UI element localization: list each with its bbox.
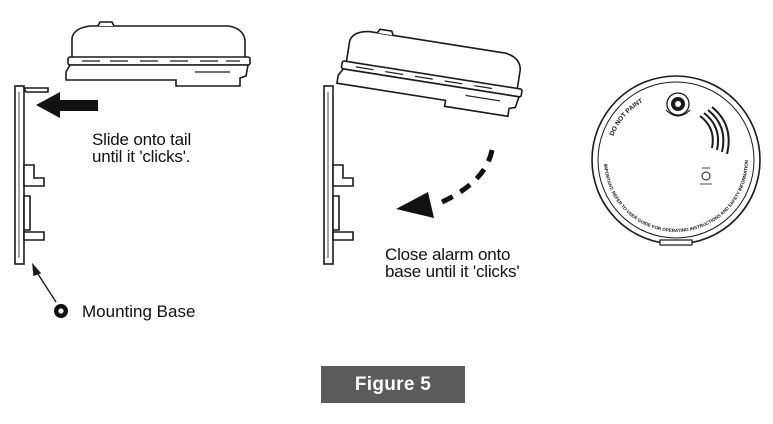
alarm-body-left (65, 21, 251, 87)
mounting-base-label: Mounting Base (82, 302, 196, 321)
mounting-base-middle (323, 85, 354, 265)
figure-label: Figure 5 (321, 366, 465, 403)
alarm-vents-left (82, 60, 240, 73)
alarm-face (591, 75, 761, 246)
close-instruction-line2: base until it 'clicks' (385, 262, 520, 281)
slide-instruction-line1: Slide onto tail (92, 130, 192, 149)
mounting-base-leader (32, 262, 57, 303)
close-arrow (396, 149, 495, 218)
alarm-body-tilted (336, 28, 523, 118)
mounting-base-bullet (54, 304, 68, 318)
slide-instruction-line2: until it 'clicks'. (92, 147, 191, 166)
close-instruction-line1: Close alarm onto (385, 245, 511, 264)
slide-instruction: Slide onto tail until it 'clicks'. (92, 131, 191, 165)
slide-arrow (36, 92, 98, 118)
close-instruction: Close alarm onto base until it 'clicks' (385, 245, 520, 281)
mounting-base-left (14, 85, 49, 265)
